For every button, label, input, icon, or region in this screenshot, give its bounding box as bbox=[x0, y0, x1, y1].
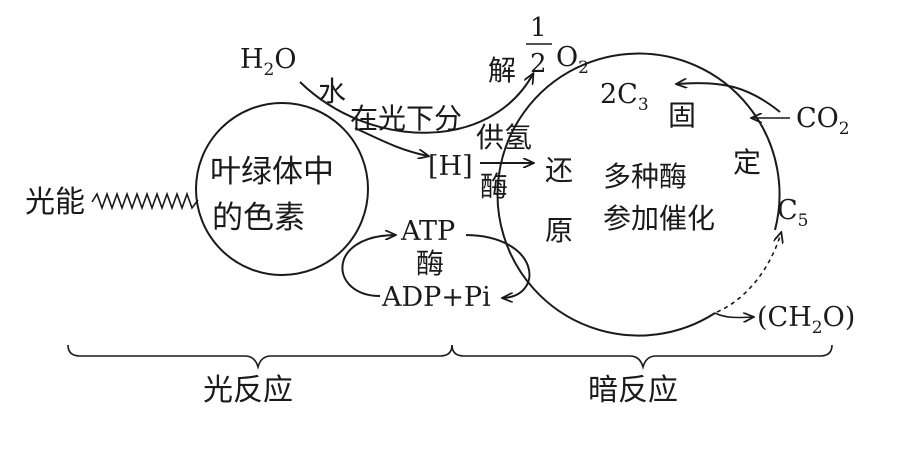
hydrogen-label: [H] bbox=[428, 151, 473, 182]
product-arrow-to-sugar bbox=[714, 313, 753, 318]
fixation-char-2: 定 bbox=[733, 146, 761, 179]
light-energy-label: 光能 bbox=[25, 185, 85, 220]
enzymes-label-line1: 多种酶 bbox=[603, 160, 687, 193]
light-reaction-label: 光反应 bbox=[203, 373, 293, 408]
atp-label: ATP bbox=[400, 216, 455, 247]
oxygen-fraction-denominator: 2 bbox=[530, 49, 547, 79]
dark-reaction-label: 暗反应 bbox=[588, 373, 678, 408]
regeneration-dashed-arrow bbox=[716, 233, 781, 313]
photolysis-text: 在光下分 bbox=[350, 102, 462, 135]
light-energy-wave bbox=[91, 191, 199, 211]
adp-to-atp-arrow bbox=[341, 235, 395, 297]
atp-to-adp-arrow bbox=[465, 234, 531, 298]
oxygen-fraction-numerator: 1 bbox=[530, 13, 547, 43]
photolysis-char-water: 水 bbox=[318, 75, 346, 108]
hydrogen-supply-label: 供氢 bbox=[476, 121, 532, 154]
co2-label: CO2 bbox=[796, 103, 850, 139]
atp-enzyme-label: 酶 bbox=[416, 247, 444, 280]
chloroplast-pigment-circle bbox=[195, 102, 369, 276]
light-reaction-brace bbox=[67, 344, 453, 371]
adp-pi-label: ADP+Pi bbox=[381, 282, 491, 313]
photolysis-arrow-to-hydrogen bbox=[354, 127, 428, 156]
oxygen-label: O2 bbox=[556, 42, 589, 78]
photolysis-arrow-to-oxygen bbox=[299, 74, 533, 134]
enzymes-label-line2: 参加催化 bbox=[603, 202, 715, 235]
reduction-char-1: 还 bbox=[545, 154, 573, 187]
photolysis-char-decompose: 解 bbox=[488, 54, 516, 87]
fixation-arrow-to-c3 bbox=[677, 83, 781, 113]
calvin-cycle-circle bbox=[496, 52, 781, 337]
c5-label: C5 bbox=[777, 195, 809, 231]
carbohydrate-label: (CH2O) bbox=[757, 302, 855, 338]
dark-reaction-brace bbox=[451, 344, 833, 371]
chloroplast-label-line1: 叶绿体中 bbox=[210, 154, 334, 190]
fixation-char-1: 固 bbox=[668, 99, 696, 132]
chloroplast-label-line2: 的色素 bbox=[212, 200, 305, 236]
water-label: H2O bbox=[240, 44, 297, 80]
hydrogen-supply-enzyme-label: 酶 bbox=[480, 170, 508, 203]
c3-label: 2C3 bbox=[600, 79, 649, 115]
reduction-char-2: 原 bbox=[545, 214, 573, 247]
